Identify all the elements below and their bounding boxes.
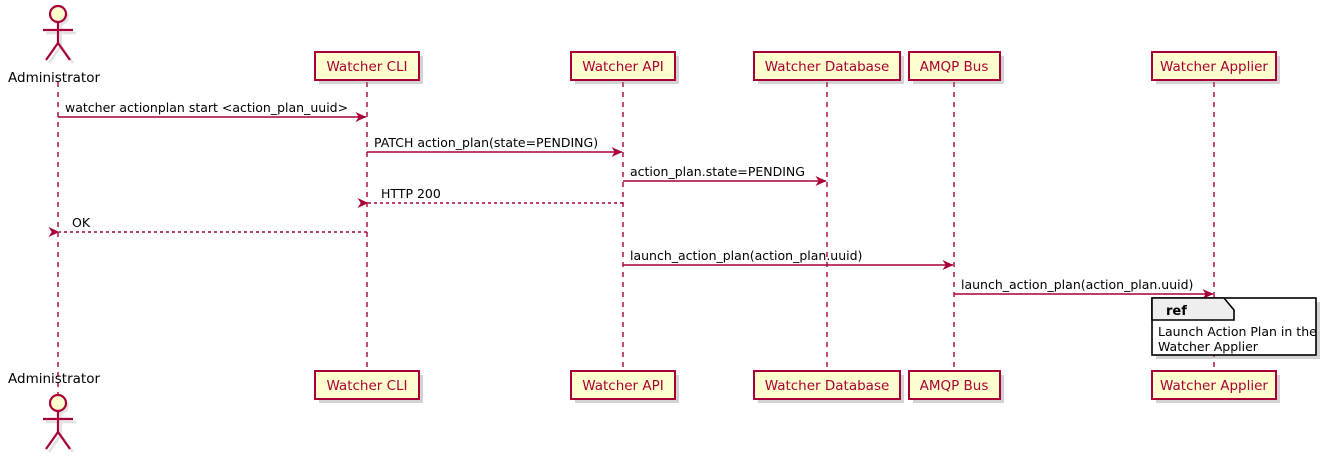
- actor-leg-left-bottom: [45, 431, 59, 450]
- participant-label: Watcher API: [582, 59, 664, 75]
- participant-boxes-bottom: Watcher CLI Watcher API Watcher Database…: [314, 370, 1280, 403]
- participant-box-watcher-api-top[interactable]: Watcher API: [570, 51, 679, 84]
- ref-fragment-tab: [1151, 297, 1235, 321]
- participant-box-watcher-cli-top[interactable]: Watcher CLI: [314, 51, 423, 84]
- message-2-patch-action-plan[interactable]: PATCH action_plan(state=PENDING): [367, 135, 623, 157]
- actor-leg-right-top: [57, 42, 71, 61]
- actor-head-top: [48, 4, 68, 24]
- messages-group: watcher actionplan start <action_plan_uu…: [48, 100, 1214, 299]
- participant-rect: [753, 51, 901, 81]
- ref-fragment-tag: ref: [1166, 304, 1187, 319]
- participant-rect: [908, 51, 1001, 81]
- participant-label: AMQP Bus: [920, 378, 989, 394]
- ref-fragment[interactable]: ref Launch Action Plan in the Watcher Ap…: [1151, 297, 1320, 359]
- message-label: launch_action_plan(action_plan.uuid): [961, 277, 1193, 292]
- participant-box-watcher-applier-top[interactable]: Watcher Applier: [1151, 51, 1280, 84]
- message-label: launch_action_plan(action_plan.uuid): [630, 248, 862, 263]
- actor-administrator-top[interactable]: Administrator: [8, 4, 100, 86]
- message-6-launch-action-plan-amqp[interactable]: launch_action_plan(action_plan.uuid): [623, 248, 954, 270]
- participant-label: Watcher CLI: [326, 378, 407, 394]
- participant-rect: [753, 370, 901, 400]
- participant-label: Watcher API: [582, 378, 664, 394]
- message-label: watcher actionplan start <action_plan_uu…: [65, 100, 348, 115]
- actor-administrator-bottom[interactable]: Administrator: [8, 371, 100, 453]
- message-3-action-plan-state-pending[interactable]: action_plan.state=PENDING: [623, 164, 827, 186]
- participant-box-watcher-applier-bottom[interactable]: Watcher Applier: [1151, 370, 1280, 403]
- participant-box-watcher-database-top[interactable]: Watcher Database: [753, 51, 904, 84]
- lifelines-group: [57, 82, 1215, 395]
- participant-label: AMQP Bus: [920, 59, 989, 75]
- message-label: OK: [72, 215, 91, 230]
- message-label: HTTP 200: [381, 186, 441, 201]
- participant-label: Watcher Database: [765, 59, 890, 75]
- participant-box-amqp-bus-bottom[interactable]: AMQP Bus: [908, 370, 1004, 403]
- actor-label-bottom: Administrator: [8, 371, 100, 387]
- message-1-watcher-actionplan-start[interactable]: watcher actionplan start <action_plan_uu…: [58, 100, 367, 122]
- participant-label: Watcher Applier: [1160, 378, 1268, 394]
- participant-boxes-top: Watcher CLI Watcher API Watcher Database…: [314, 51, 1280, 84]
- ref-fragment-line-2: Watcher Applier: [1158, 339, 1259, 354]
- participant-label: Watcher Database: [765, 378, 890, 394]
- participant-rect: [570, 370, 676, 400]
- participant-rect: [570, 51, 676, 81]
- participant-box-watcher-api-bottom[interactable]: Watcher API: [570, 370, 679, 403]
- message-4-http-200[interactable]: HTTP 200: [357, 186, 623, 208]
- message-label: action_plan.state=PENDING: [630, 164, 805, 179]
- message-7-launch-action-plan-applier[interactable]: launch_action_plan(action_plan.uuid): [954, 277, 1214, 299]
- participant-rect: [1151, 51, 1277, 81]
- actor-head-bottom: [48, 393, 68, 413]
- participant-rect: [908, 370, 1001, 400]
- message-label: PATCH action_plan(state=PENDING): [374, 135, 598, 150]
- participant-rect: [1151, 370, 1277, 400]
- message-5-ok[interactable]: OK: [48, 215, 367, 237]
- participant-rect: [314, 370, 420, 400]
- participant-label: Watcher Applier: [1160, 59, 1268, 75]
- participant-box-watcher-database-bottom[interactable]: Watcher Database: [753, 370, 904, 403]
- participant-box-amqp-bus-top[interactable]: AMQP Bus: [908, 51, 1004, 84]
- participant-label: Watcher CLI: [326, 59, 407, 75]
- participant-box-watcher-cli-bottom[interactable]: Watcher CLI: [314, 370, 423, 403]
- participant-rect: [314, 51, 420, 81]
- actor-leg-left-top: [45, 42, 59, 61]
- actor-leg-right-bottom: [57, 431, 71, 450]
- ref-fragment-line-1: Launch Action Plan in the: [1158, 324, 1317, 339]
- actor-label-top: Administrator: [8, 70, 100, 86]
